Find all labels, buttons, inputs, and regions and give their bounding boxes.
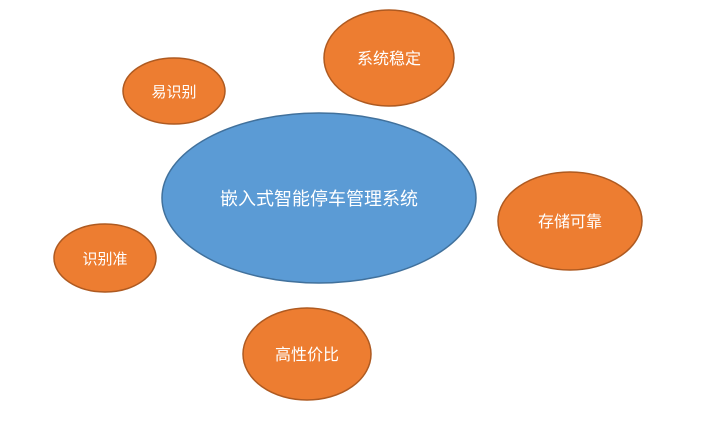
node-easy-recognize: 易识别	[122, 57, 226, 125]
node-label: 存储可靠	[538, 212, 602, 231]
node-label: 识别准	[82, 250, 127, 268]
node-ellipse	[53, 223, 157, 293]
node-label: 系统稳定	[357, 49, 421, 68]
node-label: 易识别	[151, 83, 196, 101]
node-ellipse	[122, 57, 226, 125]
center-node: 嵌入式智能停车管理系统	[161, 112, 477, 284]
node-ellipse	[323, 9, 455, 107]
node-accurate-recognize: 识别准	[53, 223, 157, 293]
node-system-stable: 系统稳定	[323, 9, 455, 107]
node-ellipse	[497, 171, 643, 271]
center-label: 嵌入式智能停车管理系统	[220, 189, 418, 210]
node-label: 高性价比	[275, 345, 339, 364]
node-ellipse	[242, 307, 372, 401]
center-ellipse	[161, 112, 477, 284]
node-cost-effective: 高性价比	[242, 307, 372, 401]
node-storage-reliable: 存储可靠	[497, 171, 643, 271]
